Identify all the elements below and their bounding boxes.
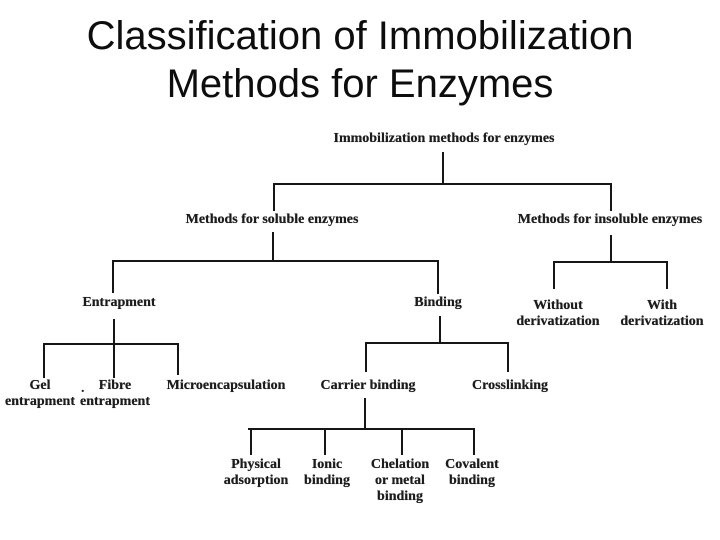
- node-gel-entrapment: Gel entrapment: [5, 378, 75, 409]
- connector-insoluble-bar: [553, 261, 668, 263]
- connector-root-stem: [442, 152, 444, 184]
- connector-drop-entrapment: [112, 260, 114, 293]
- node-ionic-binding: Ionic binding: [304, 457, 350, 488]
- connector-soluble-bar: [112, 260, 439, 262]
- connector-entrapment-stem: [113, 319, 115, 345]
- node-carrier-binding: Carrier binding: [320, 378, 416, 393]
- connector-drop-physical: [250, 428, 252, 455]
- connector-drop-carrier: [365, 342, 367, 372]
- connector-level1-bar: [273, 183, 612, 185]
- scan-artifact-dot: .: [81, 381, 85, 396]
- node-binding: Binding: [414, 295, 462, 310]
- connector-carrier-stem: [364, 398, 366, 429]
- connector-drop-with: [666, 261, 668, 289]
- connector-insoluble-stem: [610, 235, 612, 262]
- connector-binding-bar: [365, 342, 509, 344]
- connector-drop-microencapsulation: [177, 343, 179, 375]
- slide-title: Classification of Immobilization Methods…: [86, 14, 634, 106]
- connector-drop-soluble: [273, 183, 275, 211]
- connector-drop-fibre: [113, 343, 115, 378]
- node-methods-soluble: Methods for soluble enzymes: [185, 212, 359, 227]
- connector-entrapment-bar: [43, 343, 179, 345]
- node-physical-adsorption: Physical adsorption: [223, 457, 289, 488]
- node-chelation-or-metal-binding: Chelation or metal binding: [370, 457, 430, 504]
- connector-drop-gel: [43, 343, 45, 378]
- connector-drop-insoluble: [610, 183, 612, 211]
- connector-binding-stem: [439, 316, 441, 344]
- connector-drop-ionic: [324, 428, 326, 455]
- node-without-derivatization: Without derivatization: [516, 298, 600, 329]
- connector-soluble-stem: [272, 232, 274, 262]
- node-microencapsulation: Microencapsulation: [166, 378, 286, 393]
- node-crosslinking: Crosslinking: [472, 378, 548, 393]
- node-covalent-binding: Covalent binding: [445, 457, 499, 488]
- connector-carrier-bar: [248, 428, 475, 430]
- connector-drop-binding: [437, 260, 439, 294]
- node-fibre-entrapment: Fibre entrapment: [80, 378, 150, 409]
- connector-drop-crosslinking: [507, 342, 509, 372]
- node-with-derivatization: With derivatization: [620, 298, 704, 329]
- connector-drop-covalent: [473, 428, 475, 455]
- node-root: Immobilization methods for enzymes: [333, 131, 555, 146]
- node-entrapment: Entrapment: [82, 295, 156, 310]
- connector-drop-without: [553, 261, 555, 289]
- connector-drop-chelation: [401, 428, 403, 455]
- node-methods-insoluble: Methods for insoluble enzymes: [517, 212, 703, 227]
